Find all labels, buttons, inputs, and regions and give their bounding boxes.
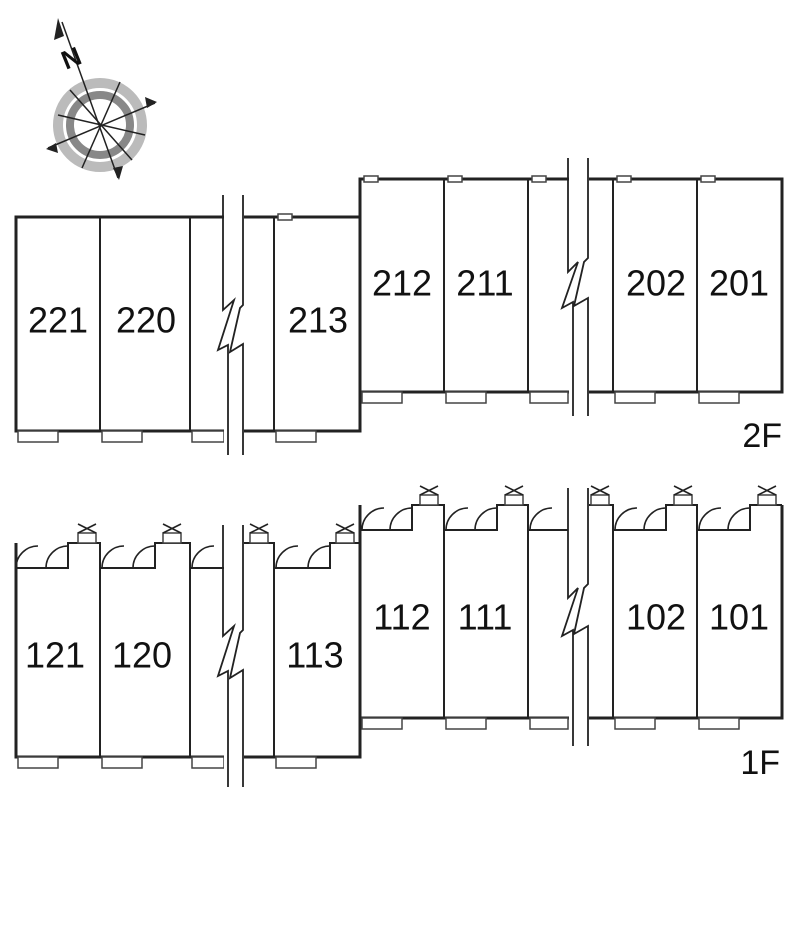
balcony [529,717,569,730]
entry-box [700,175,716,183]
unit-label-2f: 211 [456,263,513,304]
entry-recess [613,504,698,718]
unit-label-2f: 201 [709,263,769,304]
meter-symbol [77,523,97,544]
door-swing [643,507,667,531]
meter-symbol [335,523,355,544]
unit-label-1f: 111 [458,597,513,638]
door-swing [101,545,125,569]
balcony [614,391,656,404]
door-swing [445,507,469,531]
floor-1f: 121 120 113 112 111 102 101 1F [14,485,784,787]
door-swing [191,545,215,569]
door-swing [474,507,498,531]
door-swing [15,545,39,569]
unit-label-1f: 120 [112,635,172,676]
door-swing [614,507,638,531]
entry-recess [588,504,614,718]
door-swing [275,545,299,569]
door-swing [307,545,331,569]
compass-ring-inner [66,91,134,159]
door-swing [727,507,751,531]
entry-recess [444,504,529,718]
balcony [445,717,487,730]
balcony [17,756,59,769]
balcony [529,391,569,404]
unit-label-2f: 221 [28,300,88,341]
balcony [191,756,225,769]
balcony [17,430,59,443]
floor-2f: 221 220 213 212 211 202 201 2F [14,158,784,455]
balcony [275,756,317,769]
compass-north-letter: N [57,41,86,76]
door-swing [45,545,69,569]
floor-2f-wall-left [14,215,362,433]
meter-symbol [504,485,524,506]
meter-symbol [162,523,182,544]
break-symbol [560,158,589,416]
balcony [445,391,487,404]
door-swing [529,507,553,531]
break-symbol [560,488,589,746]
unit-label-2f: 213 [288,300,348,341]
door-swing [132,545,156,569]
balcony [275,430,317,443]
entry-recess [697,504,782,531]
compass-axis [61,21,119,179]
meter-symbol [419,485,439,506]
break-symbol [216,195,244,455]
meter-symbol [757,485,777,506]
compass: N [46,18,157,180]
door-swing [361,507,385,531]
entry-recess [244,542,275,757]
meter-symbol [590,485,610,506]
entry-box [616,175,632,183]
door-swing [389,507,413,531]
unit-label-1f: 102 [626,597,686,638]
compass-north-arrow [54,18,64,40]
floor-label-2f: 2F [742,417,782,455]
compass-ring-outer [53,78,147,172]
unit-label-2f: 212 [372,263,432,304]
entry-recess [100,542,191,757]
entry-recess [16,542,101,757]
break-symbol [216,525,244,787]
unit-label-1f: 101 [709,597,769,638]
unit-label-2f: 202 [626,263,686,304]
floor-label-1f: 1F [740,744,780,782]
balcony [101,430,143,443]
unit-label-2f: 220 [116,300,176,341]
compass-south-arrow [113,166,123,180]
unit-label-1f: 112 [373,597,430,638]
floor-2f-wall-right [358,177,784,394]
compass-axis [81,81,121,169]
entry-recess [274,542,360,569]
unit-label-1f: 121 [25,635,85,676]
entry-box [531,175,547,183]
balcony [614,717,656,730]
balcony [698,717,740,730]
balcony [361,391,403,404]
compass-east-arrow [145,97,157,108]
entry-box [447,175,463,183]
door-swing [698,507,722,531]
meter-symbol [249,523,269,544]
balcony [698,391,740,404]
balcony [361,717,403,730]
compass-west-arrow [46,143,58,153]
entry-box [363,175,379,183]
entry-recess [360,504,445,718]
balcony [101,756,143,769]
unit-label-1f: 113 [286,635,343,676]
meter-symbol [673,485,693,506]
entry-box [277,213,293,221]
balcony [191,430,225,443]
